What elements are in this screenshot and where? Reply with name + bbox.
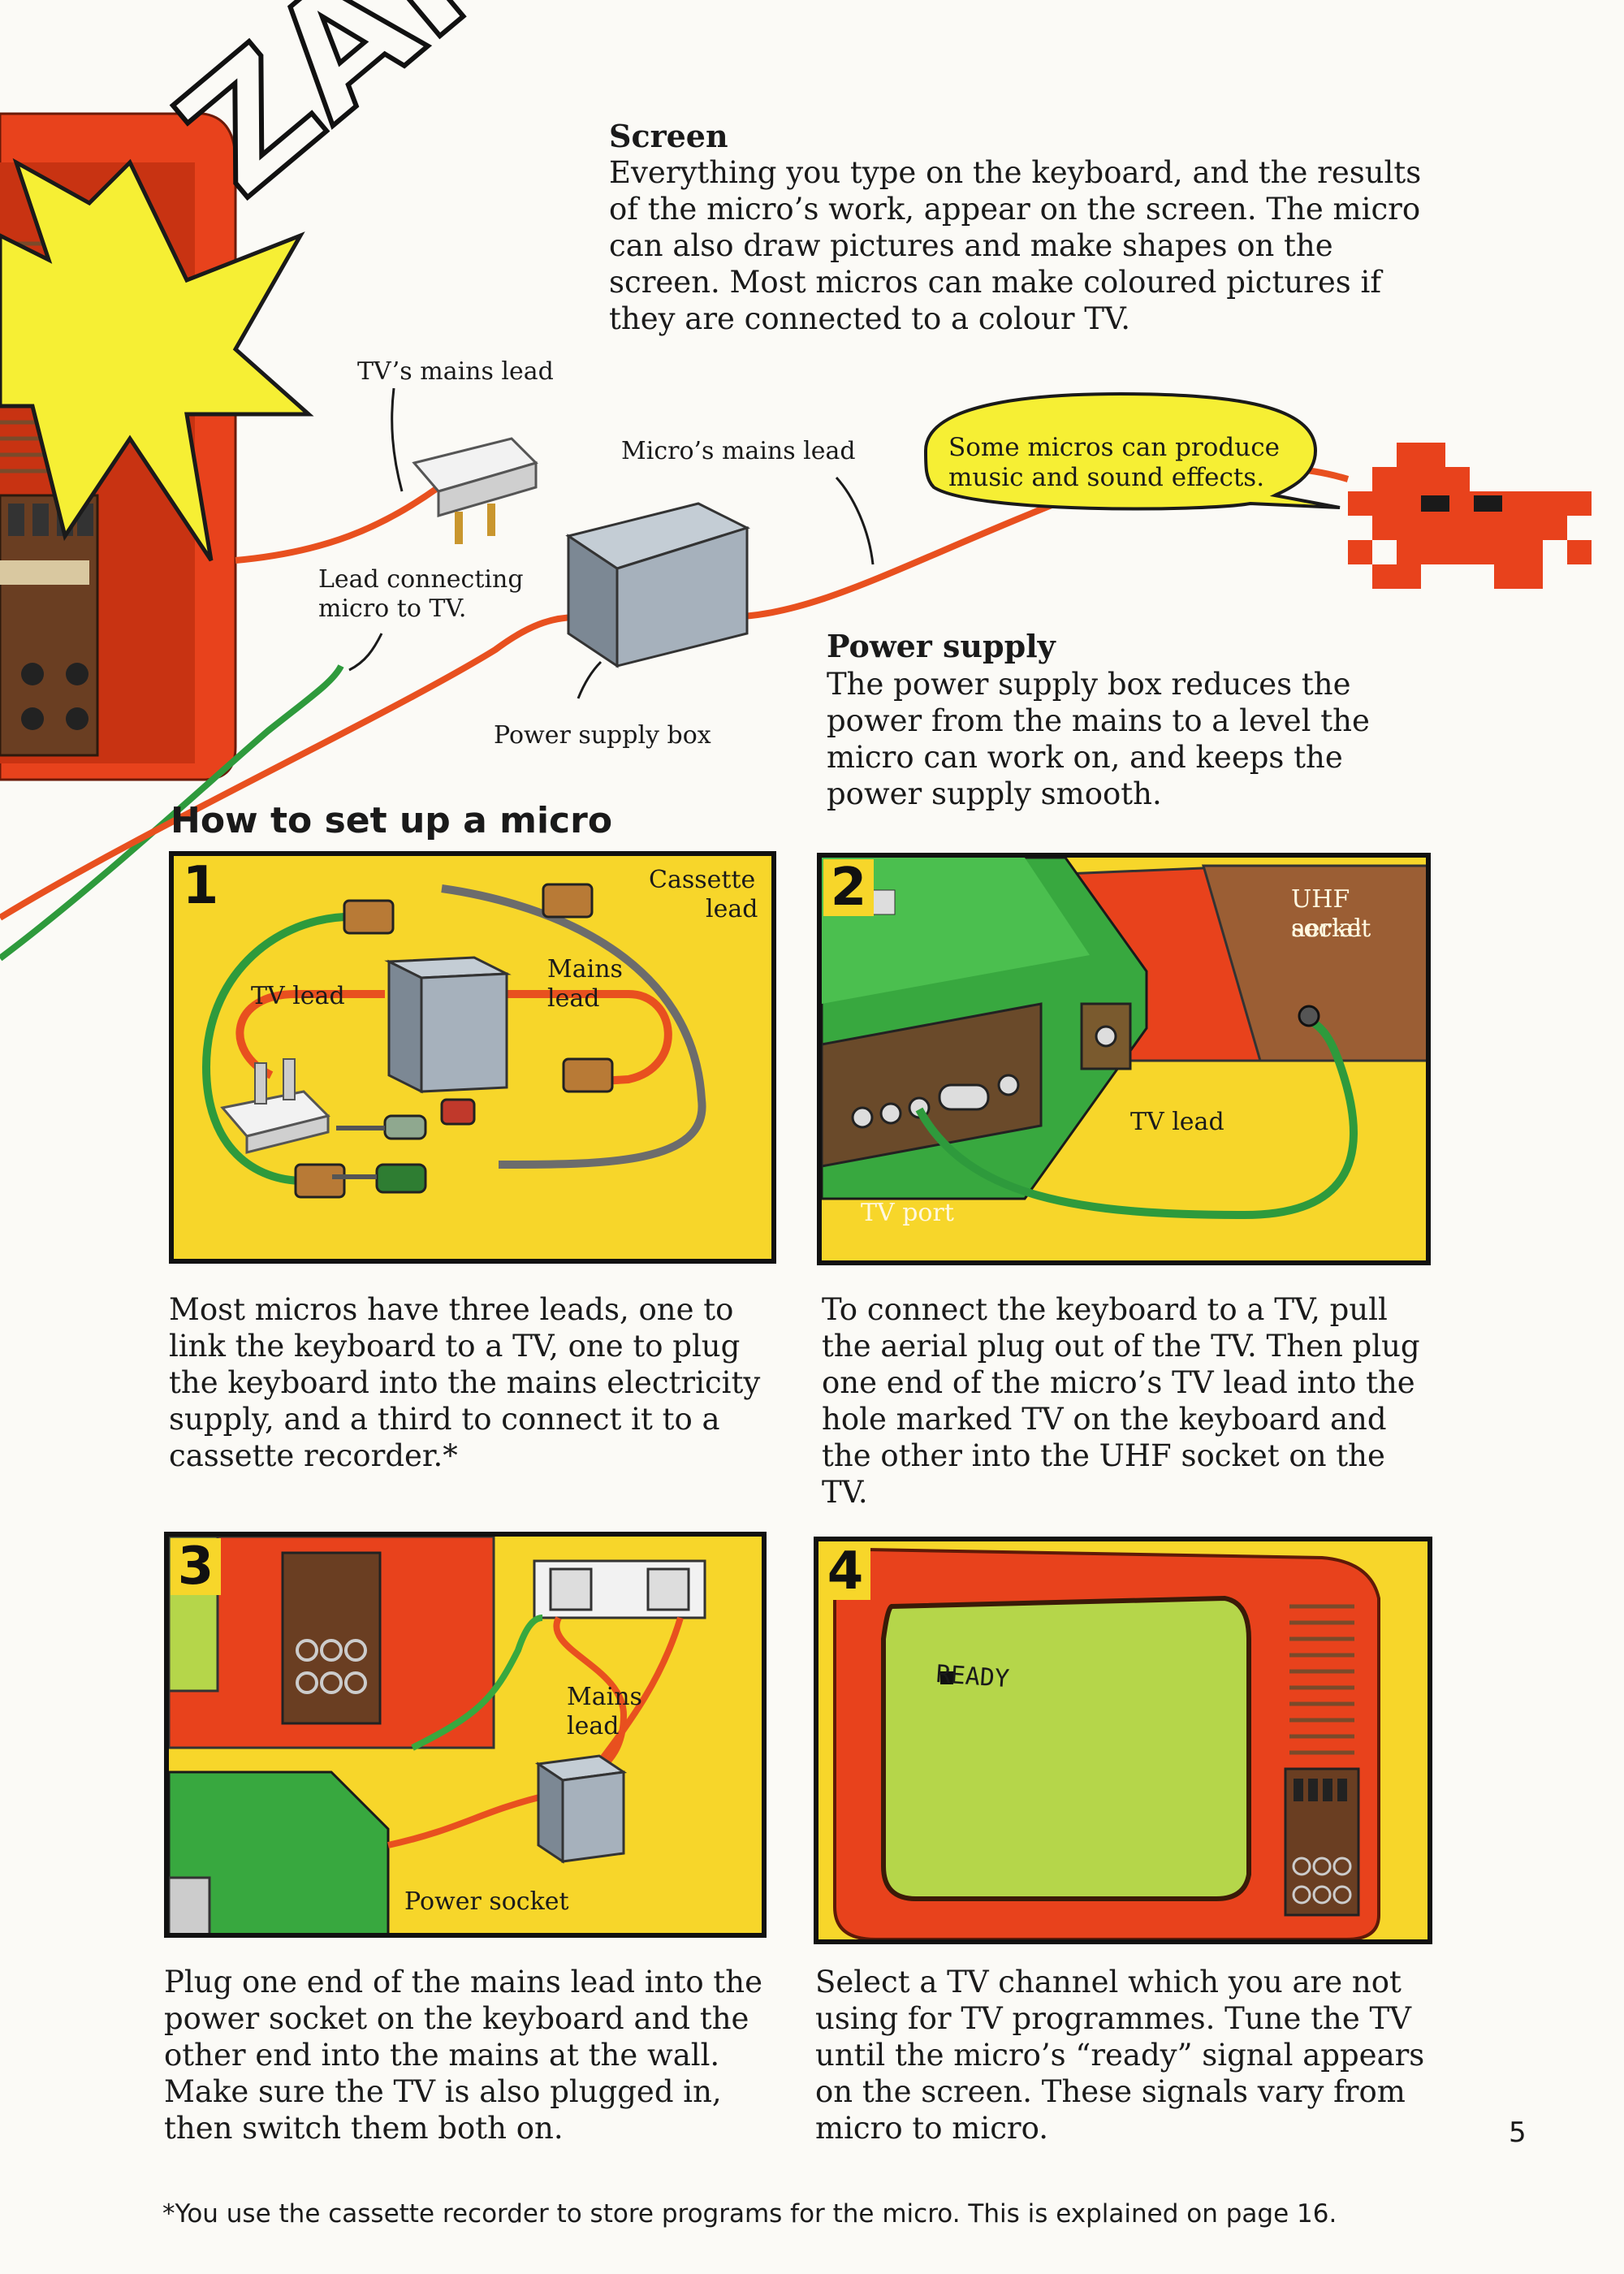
uhf-socket-label-1: UHF aerial — [1291, 885, 1363, 943]
mains-lead-label-2: lead — [567, 1712, 620, 1740]
panel-number: 2 — [823, 859, 874, 916]
footnote: *You use the cassette recorder to store … — [162, 2199, 1337, 2229]
cassette-lead-label-2: lead — [706, 895, 758, 923]
mains-lead-label-1: Mains — [567, 1683, 642, 1711]
uhf-socket-label-2: socket — [1291, 914, 1371, 943]
panel-1-caption: Most micros have three leads, one to lin… — [169, 1292, 761, 1473]
panel-number: 3 — [171, 1538, 221, 1595]
red-lead-lower — [0, 614, 577, 921]
panel-number: 4 — [820, 1543, 870, 1600]
cassette-lead-label-1: Cassette — [649, 866, 756, 894]
lead-connecting-label-1: Lead connecting — [318, 565, 524, 594]
panel-1-illustration — [201, 883, 706, 1199]
panel-4-caption: Select a TV channel which you are not us… — [815, 1965, 1425, 2146]
panel-3-illustration — [169, 1537, 706, 1933]
speech-bubble-text-1: Some micros can produce — [948, 433, 1280, 462]
red-lead-tv — [235, 484, 441, 564]
mains-plug-illustration — [412, 437, 538, 544]
tv-lead-label: TV lead — [1130, 1108, 1224, 1136]
speech-bubble-shape — [923, 391, 1341, 511]
panel-2-illustration — [822, 858, 1426, 1220]
panel-number: 1 — [175, 858, 226, 914]
panel-3-caption: Plug one end of the mains lead into the … — [164, 1965, 762, 2146]
power-supply-box-illustration — [565, 502, 750, 668]
screen-text: Everything you type on the keyboard, and… — [609, 155, 1422, 336]
power-socket-label: Power socket — [404, 1887, 569, 1916]
panel-2-caption: To connect the keyboard to a TV, pull th… — [822, 1292, 1420, 1510]
panel-1: 1 Cassette lead TV lead Mains lead — [169, 851, 776, 1264]
green-lead — [0, 664, 344, 962]
tv-mains-lead-label: TV’s mains lead — [357, 357, 554, 386]
lead-connecting-label-2: micro to TV. — [318, 594, 467, 623]
panel-4-illustration — [833, 1547, 1380, 1939]
section-heading: How to set up a micro — [171, 800, 613, 841]
zap-burst — [0, 158, 314, 562]
speech-bubble-text-2: music and sound effects. — [948, 463, 1265, 492]
panel-4: 4 READY — [814, 1537, 1432, 1944]
power-supply-box-label: Power supply box — [494, 721, 711, 750]
panel-3: 3 Mains lead Power socket — [164, 1532, 767, 1938]
mains-lead-label-2: lead — [547, 984, 600, 1013]
ready-screen-text: READY — [935, 1660, 1011, 1694]
tv-port-label: TV port — [861, 1199, 954, 1227]
mains-lead-label-1: Mains — [547, 955, 623, 984]
power-supply-heading: Power supply — [827, 628, 1056, 664]
power-supply-text: The power supply box reduces the power f… — [827, 667, 1370, 811]
tv-lead-label: TV lead — [251, 982, 345, 1010]
screen-heading: Screen — [609, 118, 728, 154]
space-invader-icon — [1348, 443, 1592, 589]
top-illustration — [0, 112, 1592, 962]
panel-2: 2 UHF aerial socket TV lead TV port — [817, 853, 1431, 1265]
page-number: 5 — [1509, 2116, 1527, 2149]
micro-mains-lead-label: Micro’s mains lead — [621, 437, 856, 465]
